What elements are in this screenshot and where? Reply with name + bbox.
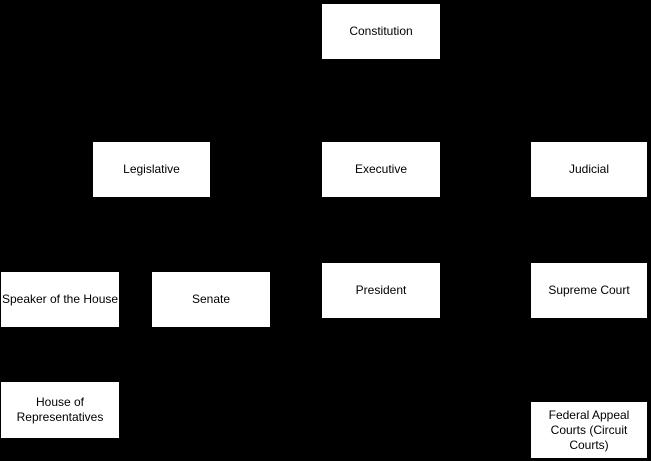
node-president: President	[321, 262, 441, 319]
node-speaker-of-the-house: Speaker of the House	[0, 271, 120, 328]
node-executive: Executive	[321, 141, 441, 198]
node-supreme-court: Supreme Court	[530, 262, 648, 319]
node-federal-appeal-courts: Federal Appeal Courts (Circuit Courts)	[530, 401, 648, 459]
node-judicial: Judicial	[530, 141, 648, 198]
node-house-of-representatives: House of Representatives	[0, 381, 120, 439]
node-senate: Senate	[151, 271, 271, 328]
node-legislative: Legislative	[92, 141, 211, 198]
node-constitution: Constitution	[321, 3, 441, 60]
